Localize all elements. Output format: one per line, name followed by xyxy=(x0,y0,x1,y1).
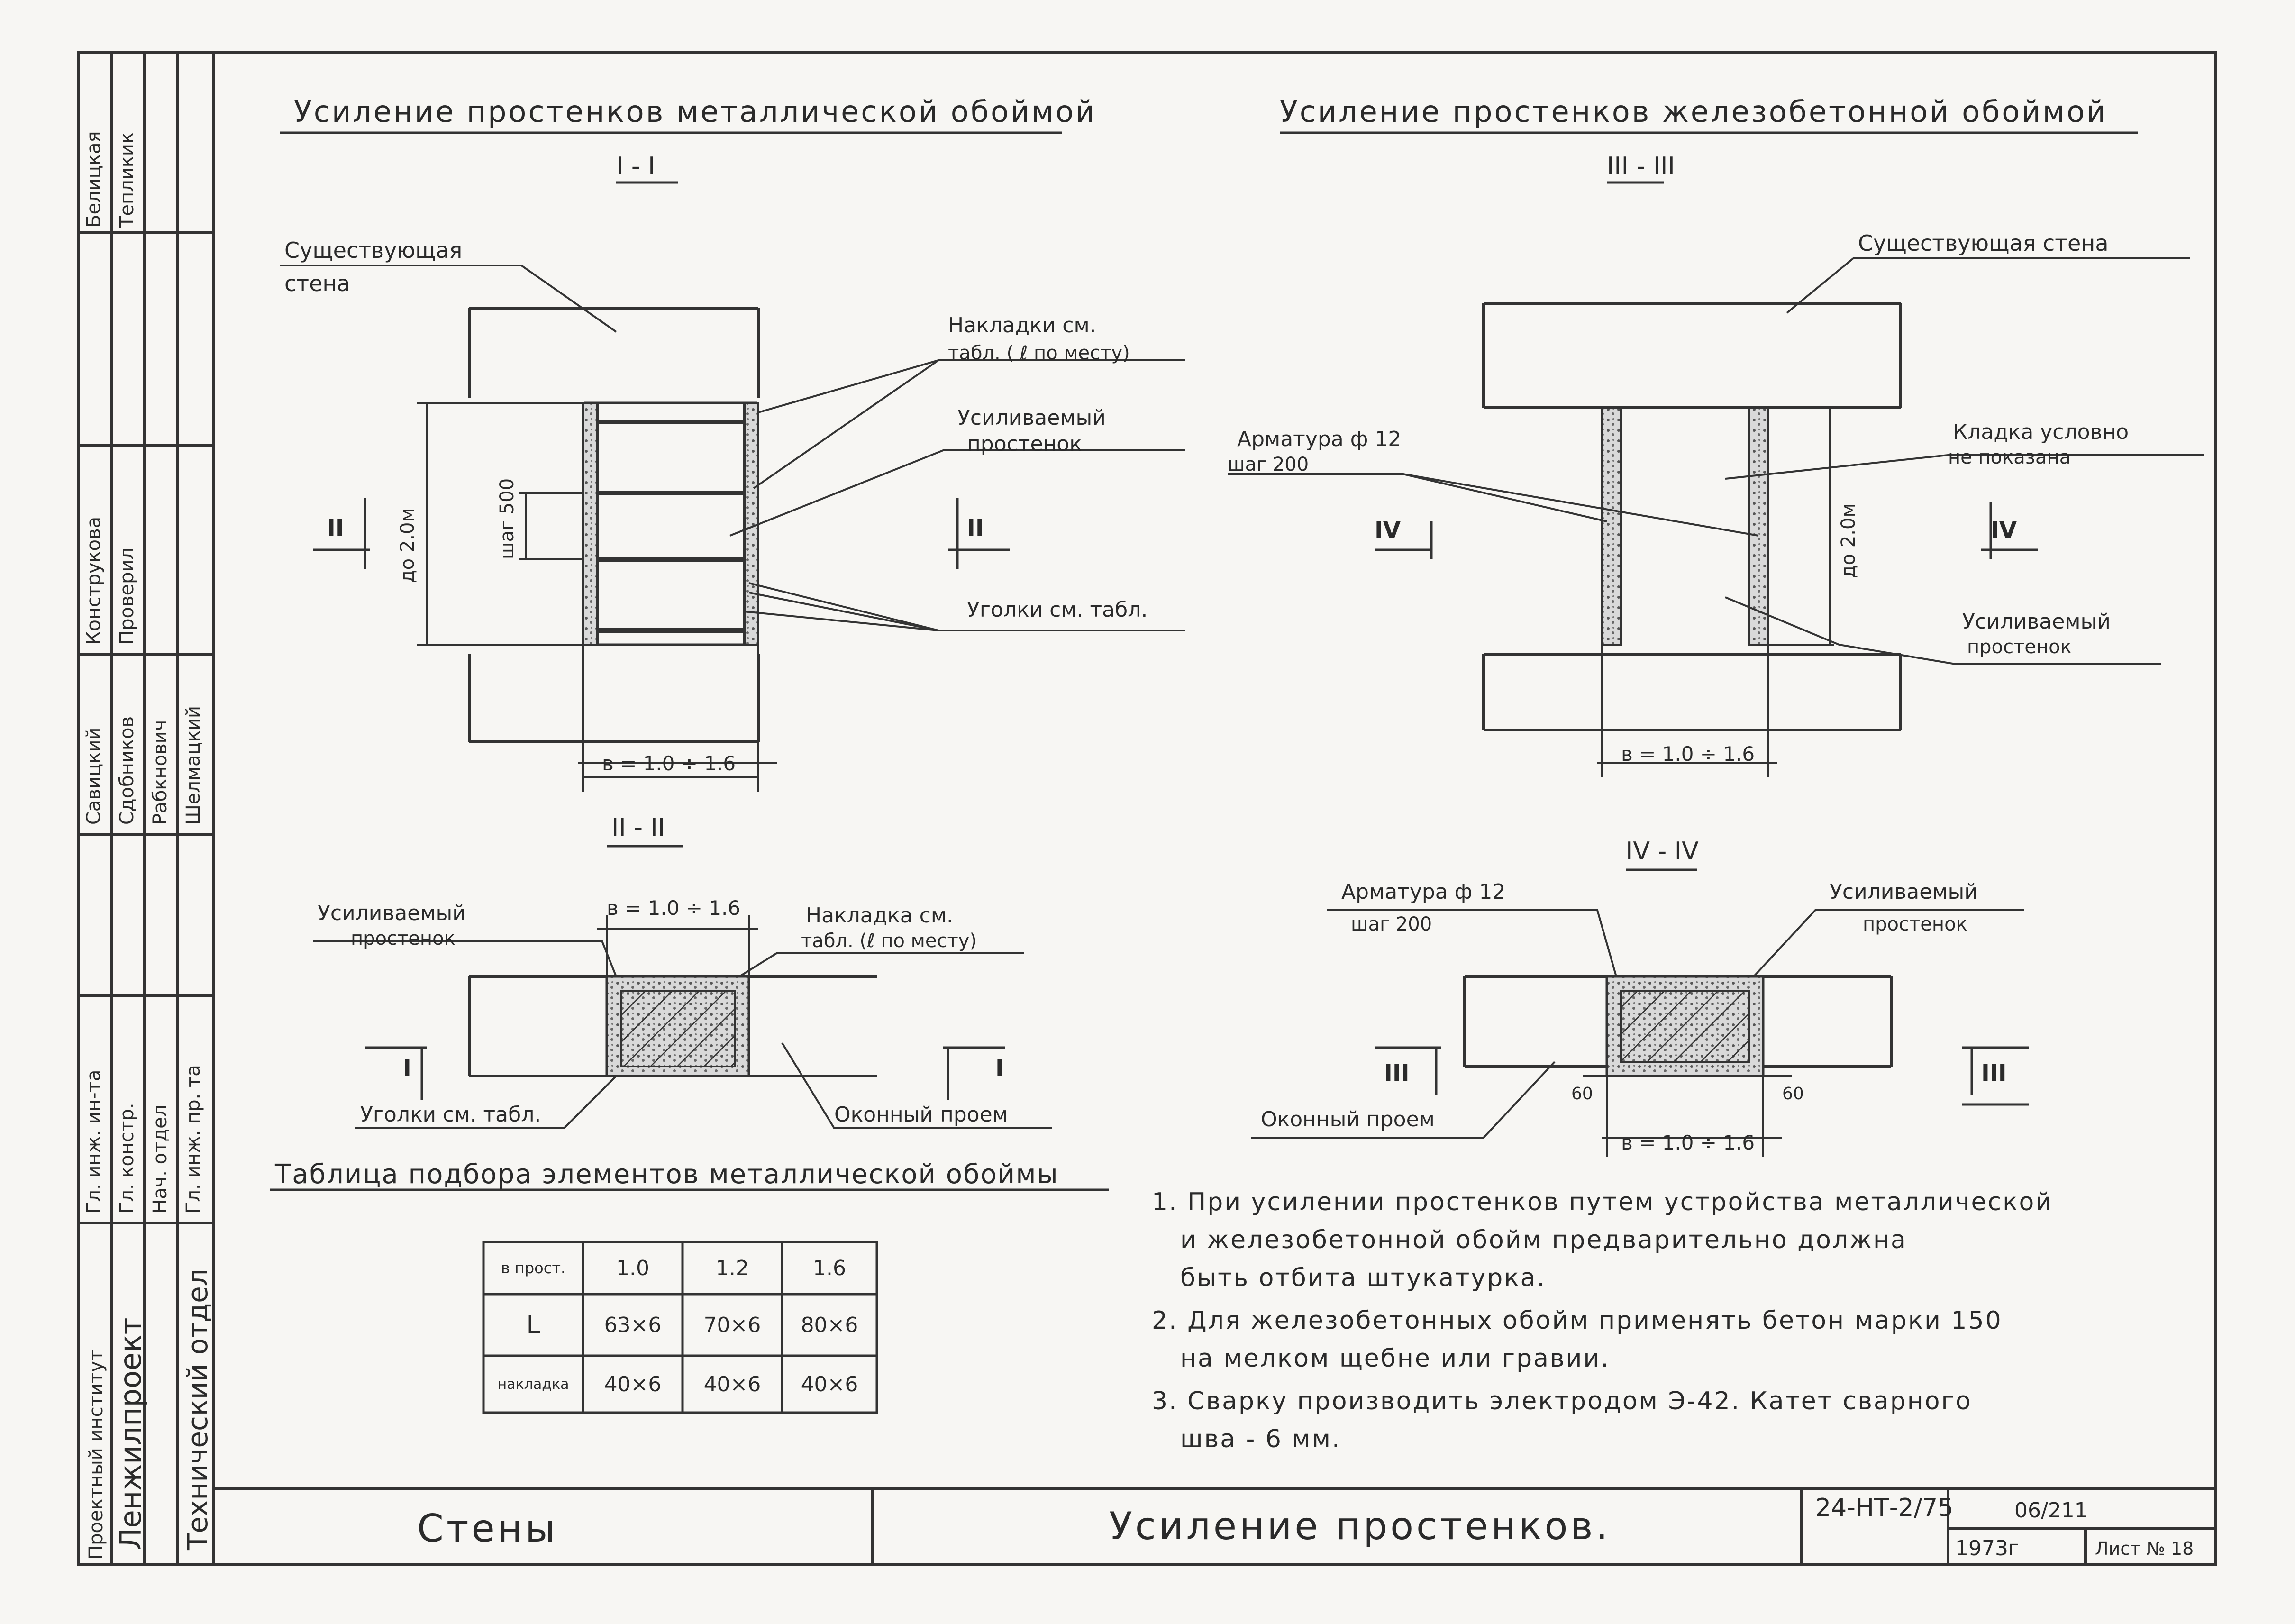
stamp-department: Технический отдел xyxy=(182,1268,214,1550)
note-line-5: на мелком щебне или гравии. xyxy=(1180,1344,1610,1373)
cut-mark-right: II xyxy=(967,515,984,541)
s2-angles-label: Уголки см. табл. xyxy=(360,1103,541,1127)
s4-dim-60-right: 60 xyxy=(1782,1084,1804,1104)
s4-cut-right: III xyxy=(1981,1060,2007,1086)
note-line-4: 2. Для железобетонных обойм применять бе… xyxy=(1152,1306,2003,1335)
step-dim: шаг 500 xyxy=(496,478,518,559)
title-block-year: 1973г xyxy=(1955,1536,2020,1560)
angles-label: Уголки см. табл. xyxy=(967,598,1148,622)
existing-wall-label-1: Существующая xyxy=(284,237,463,263)
s2-pier-label-1: Усиливаемый xyxy=(318,901,466,925)
stamp-signer-1: Белицкая xyxy=(83,131,105,228)
table-cell-r3c1: накладка xyxy=(497,1376,569,1393)
s4-dim-60-left: 60 xyxy=(1571,1084,1593,1104)
table-cell-r3c4: 40×6 xyxy=(801,1372,858,1396)
r-masonry-label-1: Кладка условно xyxy=(1953,420,2129,444)
table-cell-r2c2: 63×6 xyxy=(604,1313,662,1337)
r-pier-label-2: простенок xyxy=(1967,636,2072,658)
title-block-number: 06/211 xyxy=(2014,1498,2088,1523)
stamp-checker: Проверил xyxy=(116,547,138,645)
r-pier-label-1: Усиливаемый xyxy=(1962,610,2111,634)
s2-cut-left: I xyxy=(403,1055,411,1082)
s2-pier-label-2: простенок xyxy=(351,928,455,949)
section-1-label: I - I xyxy=(616,152,656,181)
table-cell-r1c2: 1.0 xyxy=(616,1256,649,1280)
stamp-name-4: Шелмацкий xyxy=(182,705,204,825)
r-height-dim: до 2.0м xyxy=(1838,503,1859,578)
left-heading: Усиление простенков металлической обоймо… xyxy=(294,94,1097,129)
table-cell-r3c2: 40×6 xyxy=(604,1372,662,1396)
overlays-label-2: табл. ( ℓ по месту) xyxy=(948,342,1130,364)
stamp-role-2: Гл. констр. xyxy=(116,1103,138,1213)
sheet-frame xyxy=(77,51,2217,1566)
r-rebar-label-2: шаг 200 xyxy=(1228,454,1309,475)
width-dim: в = 1.0 ÷ 1.6 xyxy=(602,752,736,775)
reinforced-pier-label-2: простенок xyxy=(967,432,1082,456)
stamp-role-4: Гл. инж. пр. та xyxy=(182,1065,204,1213)
note-line-6: 3. Сварку производить электродом Э-42. К… xyxy=(1152,1387,1972,1415)
r-existing-wall-label: Существующая стена xyxy=(1858,230,2109,256)
s4-cut-left: III xyxy=(1384,1060,1410,1086)
table-cell-r1c1: в прост. xyxy=(501,1259,566,1277)
height-dim: до 2.0м xyxy=(397,508,419,583)
table-cell-r2c4: 80×6 xyxy=(801,1313,858,1337)
s2-overlay-label-1: Накладка см. xyxy=(806,903,954,928)
title-block-sheet: Лист № 18 xyxy=(2095,1538,2194,1559)
stamp-role-1: Гл. инж. ин-та xyxy=(83,1069,105,1213)
s2-overlay-label-2: табл. (ℓ по месту) xyxy=(801,930,977,952)
title-block-code: 24-НТ-2/75 xyxy=(1815,1494,1954,1522)
s4-pier-label-1: Усиливаемый xyxy=(1830,880,1978,904)
table-cell-r1c3: 1.2 xyxy=(716,1256,749,1280)
note-line-2: и железобетонной обойм предварительно до… xyxy=(1180,1226,1907,1254)
section-3-label: III - III xyxy=(1607,152,1675,181)
r-width-dim: в = 1.0 ÷ 1.6 xyxy=(1621,742,1755,766)
note-line-1: 1. При усилении простенков путем устройс… xyxy=(1152,1188,2053,1216)
s4-rebar-label-1: Арматура ф 12 xyxy=(1341,880,1506,904)
r-cut-right: IV xyxy=(1991,517,2017,544)
cut-mark-left: II xyxy=(327,515,344,541)
s4-pier-label-2: простенок xyxy=(1863,913,1967,935)
stamp-role-3: Нач. отдел xyxy=(149,1104,171,1213)
stamp-institute: Ленжилпроект xyxy=(113,1317,148,1550)
s4-rebar-label-2: шаг 200 xyxy=(1351,913,1432,935)
stamp-name-2: Сдобников xyxy=(116,716,138,825)
stamp-designer: Конструкова xyxy=(83,516,105,645)
overlays-label-1: Накладки см. xyxy=(948,313,1096,338)
s4-window-label: Оконный проем xyxy=(1261,1107,1435,1131)
existing-wall-label-2: стена xyxy=(284,271,350,296)
s4-width-dim: в = 1.0 ÷ 1.6 xyxy=(1621,1131,1755,1154)
title-block-title: Усиление простенков. xyxy=(1109,1504,1611,1548)
table-cell-r1c4: 1.6 xyxy=(813,1256,846,1280)
r-cut-left: IV xyxy=(1375,517,1401,544)
s2-width-dim: в = 1.0 ÷ 1.6 xyxy=(607,896,741,920)
stamp-institute-label: Проектный институт xyxy=(85,1350,107,1560)
stamp-signer-2: Тепликик xyxy=(116,132,138,228)
note-line-3: быть отбита штукатурка. xyxy=(1180,1264,1547,1292)
r-rebar-label-1: Арматура ф 12 xyxy=(1237,427,1402,451)
table-cell-r2c3: 70×6 xyxy=(703,1313,761,1337)
table-title: Таблица подбора элементов металлической … xyxy=(275,1159,1059,1190)
stamp-name-3: Рабкнович xyxy=(149,720,171,825)
section-4-label: IV - IV xyxy=(1626,837,1699,866)
r-masonry-label-2: не показана xyxy=(1948,447,2071,468)
right-heading: Усиление простенков железобетонной обойм… xyxy=(1280,94,2108,129)
reinforced-pier-label-1: Усиливаемый xyxy=(957,406,1106,430)
note-line-7: шва - 6 мм. xyxy=(1180,1425,1341,1453)
table-cell-r3c3: 40×6 xyxy=(703,1372,761,1396)
table-cell-r2c1: L xyxy=(526,1311,540,1339)
s2-window-label: Оконный проем xyxy=(834,1103,1008,1127)
title-block-section: Стены xyxy=(417,1506,558,1551)
section-2-label: II - II xyxy=(611,813,665,842)
stamp-name-1: Савицкий xyxy=(83,727,105,825)
s2-cut-right: I xyxy=(995,1055,1004,1082)
